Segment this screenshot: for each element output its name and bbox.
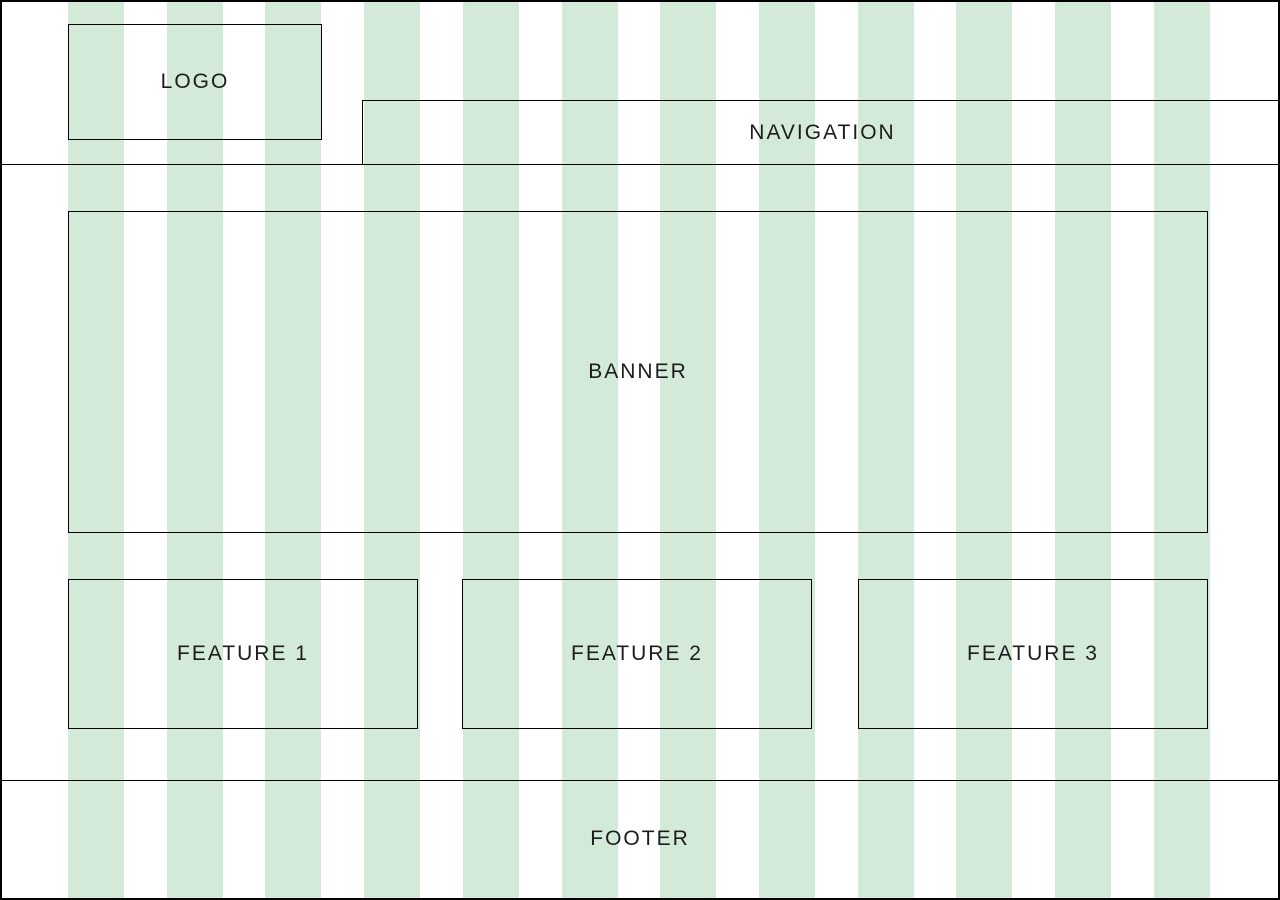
feature-1-label: FEATURE 1: [177, 642, 309, 665]
navigation-label: NAVIGATION: [749, 120, 896, 144]
grid-stripe: [462, 2, 519, 898]
footer-label: FOOTER: [590, 827, 690, 850]
grid-stripe: [857, 2, 914, 898]
grid-stripe: [561, 2, 618, 898]
grid-stripe: [1153, 2, 1210, 898]
grid-stripe: [759, 2, 816, 898]
footer-section: FOOTER: [2, 780, 1278, 898]
grid-stripe: [364, 2, 421, 898]
grid-stripe: [166, 2, 223, 898]
feature-2-placeholder: FEATURE 2: [462, 579, 812, 729]
grid-stripe: [68, 2, 124, 898]
grid-stripe: [956, 2, 1013, 898]
feature-3-label: FEATURE 3: [967, 642, 1099, 665]
grid-stripe: [660, 2, 717, 898]
feature-3-placeholder: FEATURE 3: [858, 579, 1208, 729]
feature-1-placeholder: FEATURE 1: [68, 579, 418, 729]
grid-stripe: [1055, 2, 1112, 898]
feature-2-label: FEATURE 2: [571, 642, 703, 665]
logo-label: LOGO: [160, 70, 230, 93]
banner-placeholder: BANNER: [68, 211, 1208, 533]
logo-placeholder: LOGO: [68, 24, 322, 140]
column-grid-overlay: [68, 2, 1210, 898]
footer-divider-line: [2, 780, 1278, 781]
banner-label: BANNER: [588, 360, 688, 383]
grid-stripe: [265, 2, 322, 898]
navigation-placeholder: NAVIGATION: [362, 100, 1278, 165]
